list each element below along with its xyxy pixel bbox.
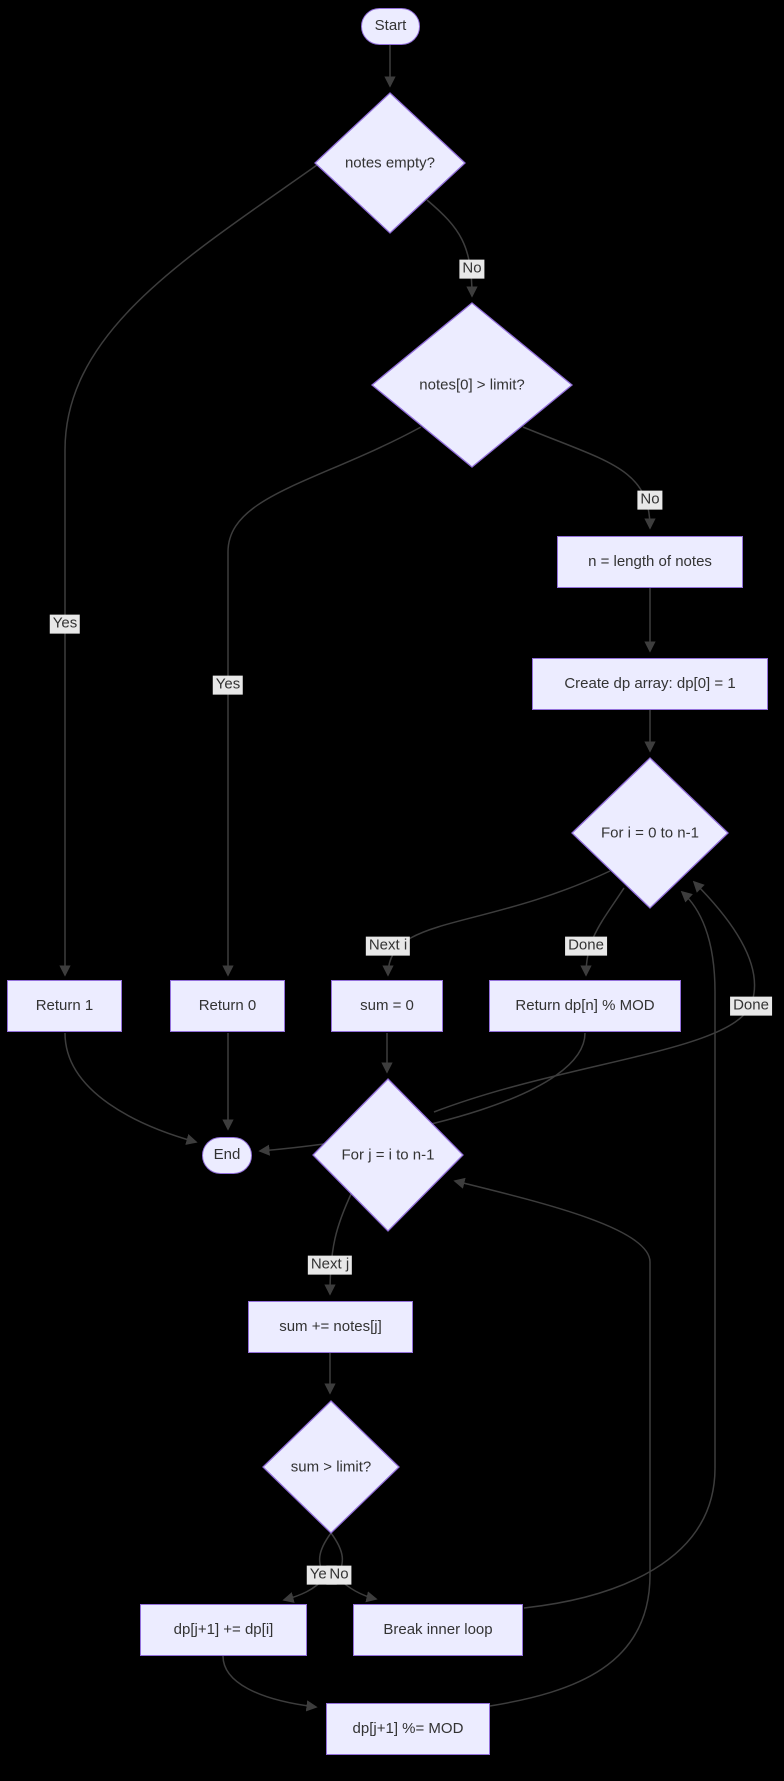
node-dp-add: dp[j+1] += dp[i] xyxy=(140,1604,307,1656)
node-return-0: Return 0 xyxy=(170,980,285,1032)
node-return-mod-label: Return dp[n] % MOD xyxy=(515,996,655,1014)
edge-notes-empty-no xyxy=(426,199,478,298)
edge-fori-done xyxy=(580,887,625,977)
node-return-0-label: Return 0 xyxy=(198,996,257,1014)
edge-return1-to-end xyxy=(64,1032,198,1145)
node-create-dp: Create dp array: dp[0] = 1 xyxy=(532,658,768,710)
edge-fori-nexti xyxy=(382,870,611,977)
edge-dpadd-to-dpmod xyxy=(222,1655,318,1712)
edge-returnmod-to-end xyxy=(258,1032,586,1156)
node-end-label: End xyxy=(213,1146,241,1164)
node-for-j-diamond xyxy=(312,1078,464,1232)
edge-label-no-2: No xyxy=(637,490,663,510)
node-break-loop-label: Break inner loop xyxy=(383,1620,493,1638)
edge-notes-limit-yes xyxy=(222,426,422,977)
node-return-1: Return 1 xyxy=(7,980,122,1032)
edge-break-to-fori xyxy=(523,890,716,1609)
node-return-mod: Return dp[n] % MOD xyxy=(489,980,681,1032)
edge-label-next-j: Next j xyxy=(307,1255,353,1275)
node-start: Start xyxy=(361,8,420,45)
node-dp-mod: dp[j+1] %= MOD xyxy=(326,1703,490,1755)
node-sum-0-label: sum = 0 xyxy=(360,996,414,1014)
edge-label-yes-2: Yes xyxy=(212,675,244,695)
node-dp-mod-label: dp[j+1] %= MOD xyxy=(352,1719,464,1737)
node-dp-add-label: dp[j+1] += dp[i] xyxy=(173,1620,274,1638)
node-break-loop: Break inner loop xyxy=(353,1604,523,1656)
edge-label-done-1: Done xyxy=(565,936,607,956)
edge-notes-empty-yes xyxy=(59,164,318,977)
node-n-length-label: n = length of notes xyxy=(588,552,712,570)
node-n-length: n = length of notes xyxy=(557,536,743,588)
node-notes-limit-diamond xyxy=(370,302,574,468)
node-create-dp-label: Create dp array: dp[0] = 1 xyxy=(564,674,736,692)
node-for-j-label: For j = i to n-1 xyxy=(341,1146,435,1164)
edge-label-no-1: No xyxy=(459,259,485,279)
node-start-label: Start xyxy=(374,17,407,35)
edge-forj-nextj xyxy=(324,1191,353,1296)
node-sum-limit-label: sum > limit? xyxy=(290,1458,372,1476)
node-return-1-label: Return 1 xyxy=(35,996,94,1014)
edge-forj-done-to-fori xyxy=(433,880,756,1113)
edge-notes-limit-no xyxy=(522,426,656,530)
node-sum-notes: sum += notes[j] xyxy=(248,1301,413,1353)
edge-label-done-2: Done xyxy=(730,996,772,1016)
node-sum-0: sum = 0 xyxy=(331,980,443,1032)
node-sum-limit-diamond xyxy=(262,1400,400,1534)
edge-label-yes-1: Yes xyxy=(49,614,81,634)
node-notes-limit-label: notes[0] > limit? xyxy=(419,376,525,394)
edge-dpmod-to-forj xyxy=(453,1177,651,1707)
node-for-i-diamond xyxy=(571,757,729,909)
edge-label-next-i: Next i xyxy=(365,936,411,956)
node-sum-notes-label: sum += notes[j] xyxy=(279,1317,382,1335)
node-notes-empty-label: notes empty? xyxy=(344,154,436,172)
node-for-i-label: For i = 0 to n-1 xyxy=(601,824,699,842)
node-notes-empty-diamond xyxy=(314,92,466,234)
edge-label-no-3: No xyxy=(326,1565,352,1585)
node-end: End xyxy=(202,1137,252,1174)
